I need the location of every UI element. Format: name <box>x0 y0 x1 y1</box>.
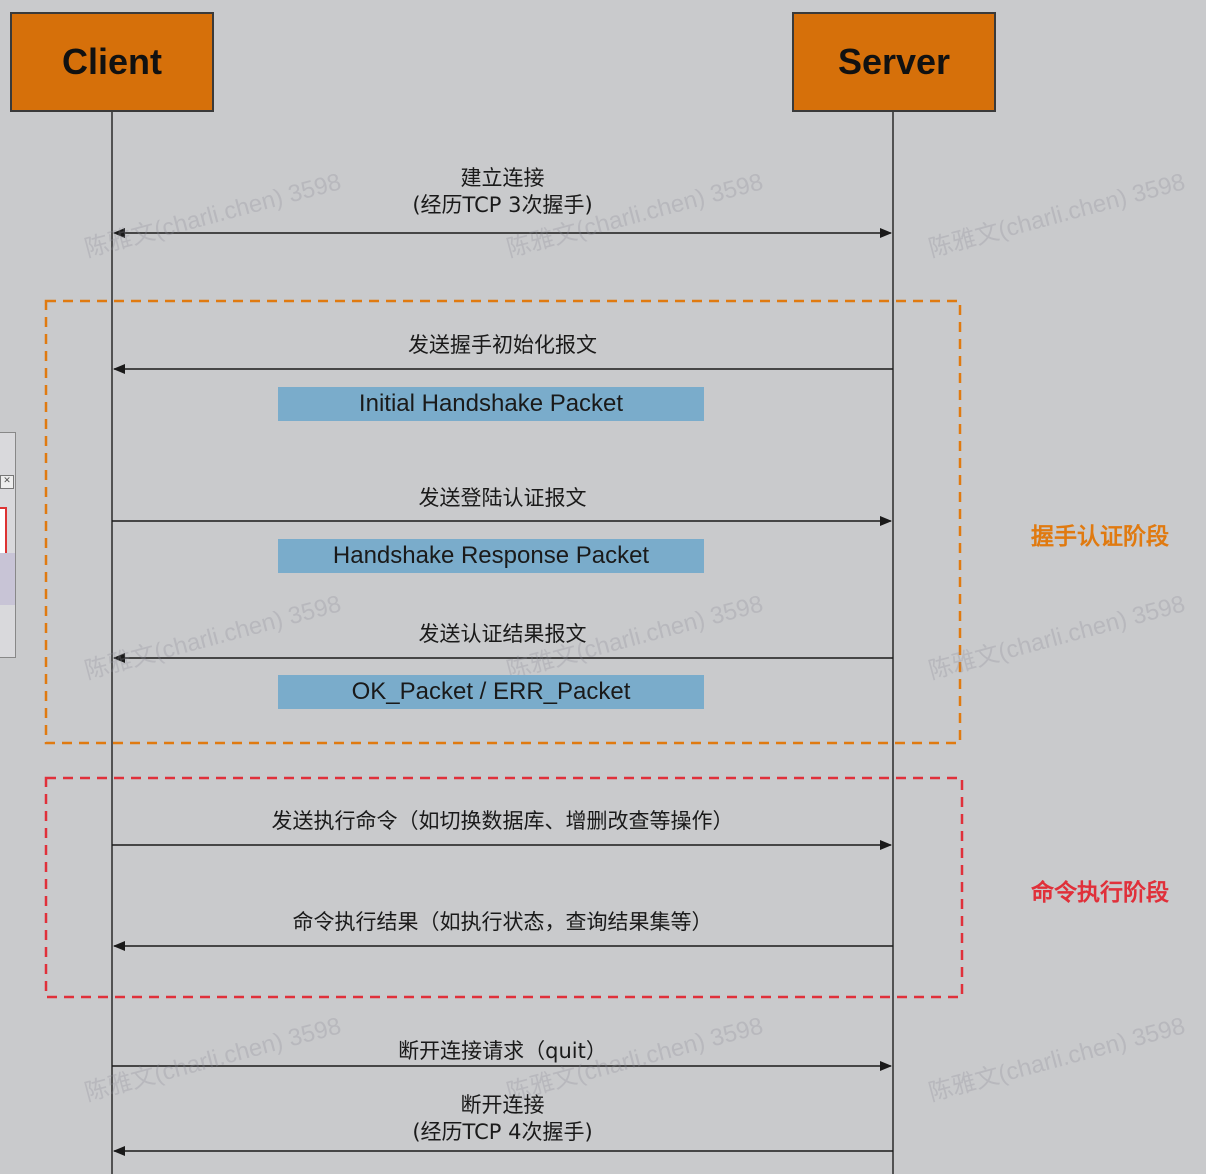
command-phase-label: 命令执行阶段 <box>1031 880 1169 906</box>
server-actor-box: Server <box>792 12 996 112</box>
command-result-label: 命令执行结果（如执行状态，查询结果集等） <box>292 910 713 934</box>
disconnect-label-line1: 断开连接 <box>460 1093 545 1117</box>
ok-err-packet: OK_Packet / ERR_Packet <box>278 675 704 709</box>
handshake-phase-label: 握手认证阶段 <box>1031 524 1169 550</box>
highlight-marker <box>0 507 7 555</box>
auth-result-label: 发送认证结果报文 <box>418 622 587 646</box>
connect-label-line1: 建立连接 <box>460 166 545 190</box>
close-icon: ✕ <box>0 475 14 489</box>
handshake-phase-frame <box>44 299 962 745</box>
partial-window-fragment: ✕ <box>0 432 16 658</box>
disconnect-label-line2: (经历TCP 4次握手) <box>412 1120 593 1144</box>
exec-command-label: 发送执行命令（如切换数据库、增删改查等操作） <box>271 809 734 833</box>
disconnect-request-label: 断开连接请求（quit） <box>398 1039 607 1063</box>
disconnect-label: 断开连接 (经历TCP 4次握手) <box>112 1092 893 1146</box>
init-handshake-label: 发送握手初始化报文 <box>408 333 597 357</box>
client-actor-box: Client <box>10 12 214 112</box>
selection-band <box>0 553 15 605</box>
handshake-response-packet: Handshake Response Packet <box>278 539 704 573</box>
login-auth-label: 发送登陆认证报文 <box>418 486 587 510</box>
initial-handshake-packet: Initial Handshake Packet <box>278 387 704 421</box>
connect-label-line2: (经历TCP 3次握手) <box>412 193 593 217</box>
connect-label: 建立连接 (经历TCP 3次握手) <box>112 165 893 219</box>
command-phase-frame <box>44 776 964 999</box>
